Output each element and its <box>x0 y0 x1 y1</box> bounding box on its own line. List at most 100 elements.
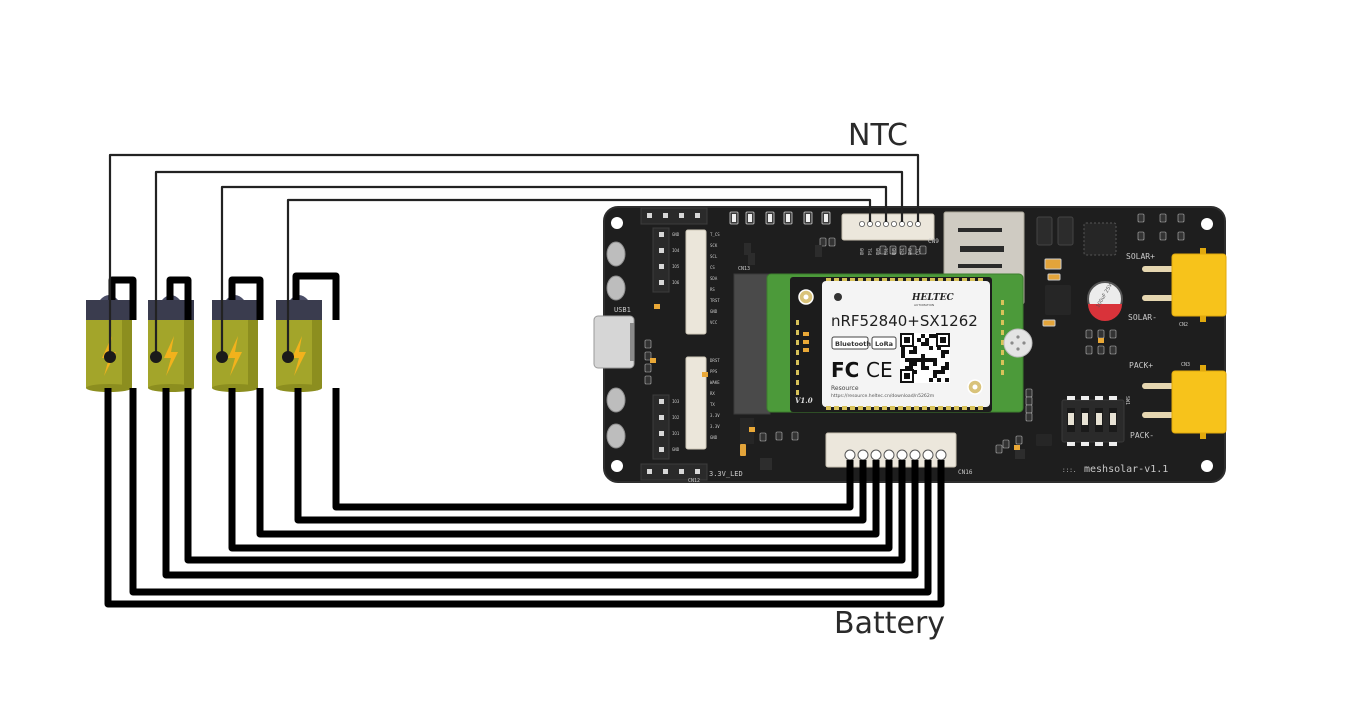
m2-slot <box>733 273 771 415</box>
ic-d28 <box>1083 222 1117 256</box>
header-pin <box>663 213 668 218</box>
transistor <box>748 253 755 265</box>
solar-plus-label: SOLAR+ <box>1126 252 1155 261</box>
header-pin <box>659 447 664 452</box>
module-pad <box>978 406 983 410</box>
shutdown-button[interactable] <box>606 241 626 267</box>
ntc-pin <box>875 220 882 227</box>
led-row <box>729 211 831 225</box>
module-pad <box>1001 350 1004 355</box>
header-pin <box>659 264 664 269</box>
ic-u19 <box>1036 434 1052 446</box>
module-pad <box>1001 320 1004 325</box>
rst-button[interactable] <box>606 387 626 413</box>
header-pin-label: IO6 <box>672 280 680 285</box>
lightning-bolt-icon <box>292 336 306 376</box>
header-pin <box>659 232 664 237</box>
ntc-pin <box>859 220 866 227</box>
smd-component <box>1015 435 1023 445</box>
header-pin <box>659 399 664 404</box>
solar-xt-connector[interactable] <box>1142 248 1227 322</box>
header-pin-label: GND <box>672 232 680 237</box>
module-pad <box>796 330 799 335</box>
battery-wires <box>104 272 945 608</box>
smd-component <box>1025 412 1033 422</box>
ntc-wire <box>108 153 920 357</box>
header-pin <box>659 415 664 420</box>
smd-component <box>819 237 827 247</box>
smd-component <box>644 375 652 385</box>
header-h4 <box>652 227 670 293</box>
dip-switch <box>1061 396 1125 446</box>
series-link-wire <box>228 276 264 320</box>
jst-pin-label: RS <box>710 287 715 292</box>
series-link-wire <box>108 276 137 320</box>
smd-component <box>1137 213 1145 223</box>
pack-xt-connector[interactable] <box>1142 365 1227 439</box>
smd-component <box>759 432 767 442</box>
transistor <box>815 245 822 257</box>
module-pad <box>1001 300 1004 305</box>
svg-text:V1.0: V1.0 <box>795 396 813 405</box>
module-pad <box>898 406 903 410</box>
smd-component <box>1177 231 1185 241</box>
module-pad <box>978 278 983 281</box>
module-pad <box>938 278 943 281</box>
ntc-pin <box>883 220 890 227</box>
module-pad <box>954 406 959 410</box>
module-pad <box>930 406 935 410</box>
diode-d2 <box>1036 216 1053 246</box>
svg-text:CN13: CN13 <box>738 266 750 272</box>
disp-button[interactable] <box>606 275 626 301</box>
smd-capacitor <box>1098 338 1104 343</box>
battery-wire <box>332 388 854 511</box>
header-pin <box>659 431 664 436</box>
ntc-pin <box>915 220 922 227</box>
module-pad <box>874 406 879 410</box>
module-pad <box>954 278 959 281</box>
inductor-l5 <box>1015 449 1025 459</box>
svg-text:AUTOMATION: AUTOMATION <box>914 303 934 307</box>
user-button[interactable] <box>606 423 626 449</box>
dip-switch-toggle <box>1096 413 1102 425</box>
module-pad <box>850 278 855 281</box>
ntc-wire <box>154 170 904 357</box>
ntc-pin <box>907 220 914 227</box>
svg-text:SW1: SW1 <box>1124 396 1130 405</box>
header-pin-label: IO1 <box>672 431 680 436</box>
smd-component <box>791 431 799 441</box>
led-label: 3.3V_LED <box>709 470 743 478</box>
ntc-wire <box>220 185 888 357</box>
mounting-hole-icon <box>611 217 623 229</box>
module-pad <box>796 320 799 325</box>
header-h5 <box>640 463 708 481</box>
side-buttons <box>606 241 626 449</box>
smd-capacitor <box>654 304 660 309</box>
capacitor-c3 <box>1047 273 1061 281</box>
ntc-label: NTC <box>848 118 908 153</box>
module-pad <box>834 278 839 281</box>
board-name-label: meshsolar-v1.1 <box>1084 464 1168 475</box>
ntc-connector-label: CN9 <box>928 238 939 245</box>
smd-component <box>995 444 1003 454</box>
jst-pin-label: CS <box>710 265 715 270</box>
module-pad <box>866 278 871 281</box>
usb-c-port[interactable] <box>593 315 635 369</box>
solar-connector-body[interactable] <box>1171 253 1227 317</box>
header-pin-label: GND <box>672 447 680 452</box>
smd-component <box>919 245 927 255</box>
pin-headers <box>640 207 708 481</box>
header-pin <box>679 213 684 218</box>
smd-component <box>1025 396 1033 406</box>
header-pin <box>647 469 652 474</box>
ntc-pin <box>891 220 898 227</box>
pack-connector-body[interactable] <box>1171 370 1227 434</box>
battery-connector-pin <box>844 449 856 461</box>
module-pad <box>906 278 911 281</box>
series-link-wire <box>292 272 340 320</box>
dip-switch-toggle <box>1068 413 1074 425</box>
battery-wire <box>129 388 932 596</box>
jst-connector-bottom <box>685 356 707 450</box>
ntc-pin-label: TS1 <box>915 248 920 256</box>
